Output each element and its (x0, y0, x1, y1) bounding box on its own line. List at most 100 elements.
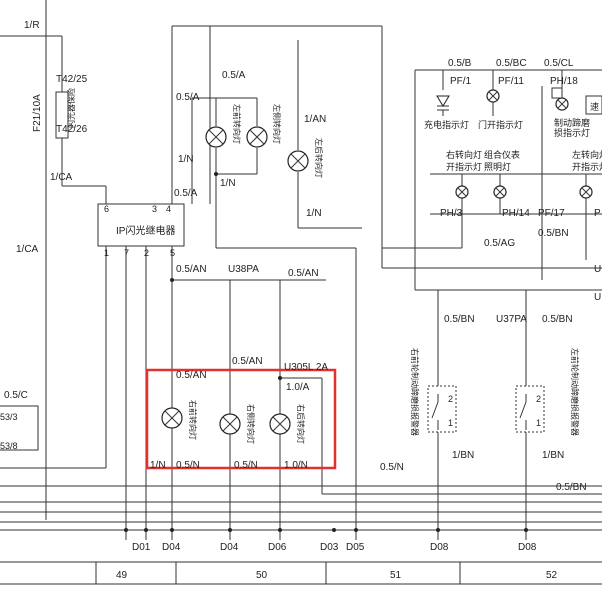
connector-label-b: 53/8 (0, 441, 18, 451)
indicator-label: 开指示灯 (446, 161, 482, 172)
indicator-label: 制动蹄磨 (554, 117, 590, 128)
wire-label: 0.5/A (222, 70, 246, 81)
lamps (161, 87, 602, 435)
ground-label: D06 (268, 542, 287, 553)
wires (0, 0, 602, 585)
wire-label: 1/N (178, 154, 194, 165)
indicator-label: 开指示灯 (572, 161, 602, 172)
indicator-label: 充电指示灯 (424, 119, 469, 130)
wire-label: 0.5/AN (176, 370, 207, 381)
ground-label: D04 (162, 542, 181, 553)
wire-label: 0.5/B (448, 58, 472, 69)
lamp-labels: 左前转向灯 左侧转向灯 左后转向灯 右前转向灯 右侧转向灯 右后转向灯 右前轮制… (188, 104, 580, 444)
fuse-name: F21/10A (32, 94, 43, 132)
wire-label: 0.5/BN (538, 228, 569, 239)
wire-label: U37PA (496, 314, 527, 325)
wire-label: U305L 2A (284, 362, 328, 373)
lamp-door-indicator-icon (486, 89, 500, 103)
wire-label: 0.5/N (176, 460, 200, 471)
pin-label: PH/14 (502, 208, 530, 219)
wire-label: U (594, 292, 601, 303)
ground-label: D05 (346, 542, 365, 553)
pin-label: PH/3 (440, 208, 463, 219)
brake-wear-switch-right: 2 1 (427, 385, 457, 433)
lamp-left-turn-indicator-icon (579, 185, 593, 199)
wire-label: 1/N (150, 460, 166, 471)
ground-label: D08 (518, 542, 537, 553)
pin-label: P (594, 208, 601, 219)
wire-label: 0.5/AN (232, 356, 263, 367)
wire-label: 0.5/BN (542, 314, 573, 325)
indicator-label: 右转向灯 (446, 149, 482, 160)
wire-label: 0.5/BN (556, 482, 587, 493)
switch-label: 右前轮制动蹄磨损报警器 (410, 348, 420, 436)
wire-label: 0.5/AN (288, 268, 319, 279)
ground-label: D08 (430, 542, 449, 553)
fuse: T42/25 T42/26 F21/10A 闪光器保险 (32, 74, 88, 139)
relay-pin-2: 2 (144, 248, 149, 258)
lamp-label: 左前转向灯 (232, 104, 242, 144)
wire-label: 1.0/N (284, 460, 308, 471)
lamp-label: 右前转向灯 (188, 400, 198, 440)
wire-label: 0.5/BN (444, 314, 475, 325)
wire-label: 0.5/C (4, 390, 28, 401)
switch-right-pin-1: 1 (448, 418, 453, 428)
wire-label: 0.5/AN (176, 264, 207, 275)
wire-label: 1/BN (452, 450, 474, 461)
indicator-label: 速 (590, 102, 599, 112)
wire-label: 1/R (24, 20, 40, 31)
fuse-description: 闪光器保险 (66, 88, 76, 128)
lamp-label: 左后转向灯 (314, 138, 324, 178)
connector-label-a: 53/3 (0, 412, 18, 422)
pin-label: PH/18 (550, 76, 578, 87)
section-number: 49 (116, 570, 128, 581)
connector-block-left: 53/3 53/8 (0, 405, 39, 451)
lamp-label: 左侧转向灯 (272, 104, 282, 144)
section-numbers: 49 50 51 52 (116, 570, 558, 581)
switch-left-pin-1: 1 (536, 418, 541, 428)
switch-left-pin-2: 2 (536, 394, 541, 404)
lamp-label: 右后转向灯 (296, 404, 306, 444)
wire-label: 1/N (220, 178, 236, 189)
lamp-brake-indicator-icon (555, 97, 569, 111)
pin-label: PF/1 (450, 76, 472, 87)
indicator-label: 损指示灯 (554, 127, 590, 138)
junction-dots (124, 172, 528, 532)
indicator-label: 门开指示灯 (478, 119, 523, 130)
ground-labels: D01 D04 D04 D06 D03 D05 D08 D08 (132, 542, 537, 553)
wire-label: 0.5/N (380, 462, 404, 473)
relay-pin-1: 1 (104, 248, 109, 258)
relay-pin-5: 5 (170, 248, 175, 258)
wire-label: 1.0/A (286, 382, 310, 393)
ground-label: D04 (220, 542, 239, 553)
relay-pin-3: 3 (152, 204, 157, 214)
indicator-label: 左转向灯 (572, 149, 602, 160)
wire-label: 1/AN (304, 114, 326, 125)
relay-name: IP闪光继电器 (116, 224, 175, 237)
wire-label: 1/N (306, 208, 322, 219)
relay-pin-6: 6 (104, 204, 109, 214)
switch-label: 左前轮制动蹄磨损报警器 (570, 348, 580, 436)
lamp-right-front-icon (161, 407, 183, 429)
lamp-left-side-icon (246, 126, 268, 148)
indicator-label: 照明灯 (484, 162, 511, 172)
wire-label: 0.5/AG (484, 238, 515, 249)
brake-wear-switch-left: 2 1 (515, 385, 545, 433)
wire-labels: 1/R 1/CA 1/CA 0.5/A 0.5/A 0.5/A 1/N 1/N … (4, 20, 601, 493)
wire-label: U38PA (228, 264, 259, 275)
pin-label: PF/17 (538, 208, 565, 219)
section-number: 51 (390, 570, 402, 581)
wire-label: 1/BN (542, 450, 564, 461)
fuse-bottom-label: T42/26 (56, 124, 88, 135)
wire-label: 1/CA (16, 244, 39, 255)
indicator-label: 组合仪表 (484, 149, 520, 160)
lamp-left-front-icon (205, 126, 227, 148)
wire-label: 0.5/N (234, 460, 258, 471)
instrument-labels: PF/1 PF/11 PH/18 充电指示灯 门开指示灯 制动蹄磨 损指示灯 速… (424, 76, 602, 219)
lamp-left-rear-icon (287, 150, 309, 172)
relay-pin-7: 7 (124, 248, 129, 258)
switch-right-pin-2: 2 (448, 394, 453, 404)
wire-label: 0.5/A (176, 92, 200, 103)
lamp-label: 右侧转向灯 (246, 404, 256, 444)
